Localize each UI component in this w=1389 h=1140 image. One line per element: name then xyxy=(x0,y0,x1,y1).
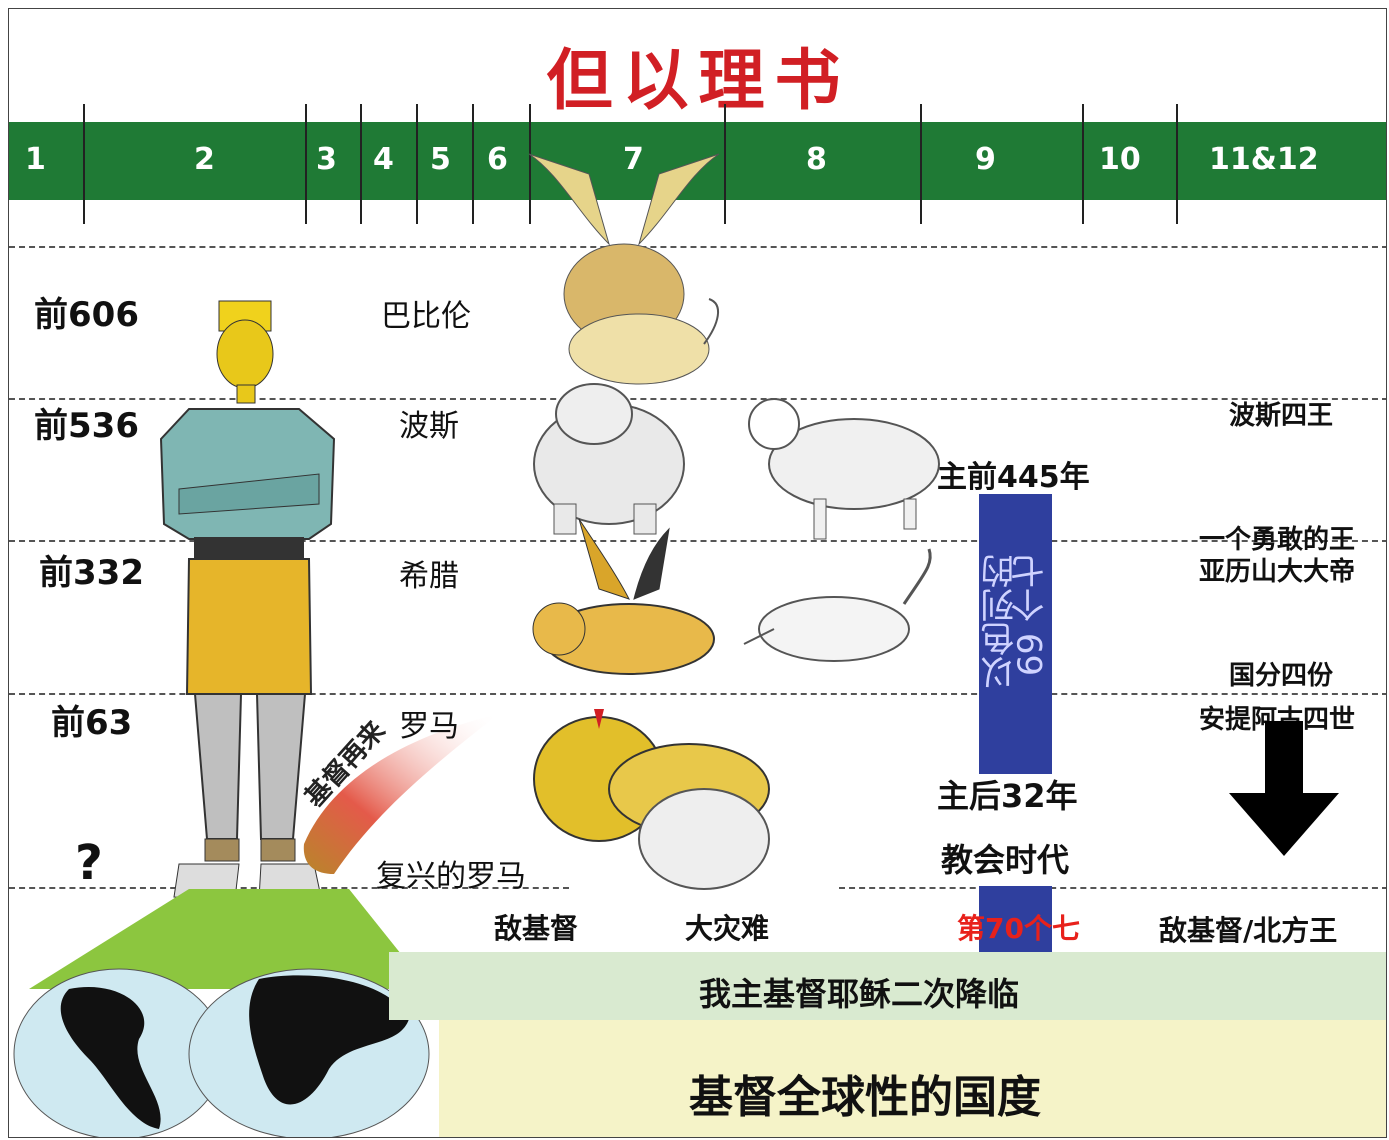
divider-line xyxy=(9,398,1386,400)
year-label: 前63 xyxy=(51,703,133,743)
sixty-nine-weeks-bar xyxy=(979,494,1052,774)
question-mark: ? xyxy=(75,835,103,891)
antichrist-label: 敌基督 xyxy=(494,912,579,945)
divider-line xyxy=(9,246,1386,248)
second-coming-label: 我主基督耶稣二次降临 xyxy=(699,975,1020,1013)
kingdom-band xyxy=(439,1020,1386,1137)
divider-line xyxy=(9,540,1386,542)
chapter-divider xyxy=(1176,104,1178,224)
page-title: 但以理书 xyxy=(546,42,851,119)
divider-line xyxy=(9,693,1386,695)
second-coming-band xyxy=(389,952,1386,1020)
persia-kings-label: 波斯四王 xyxy=(1229,401,1334,431)
bear-illustration xyxy=(533,383,685,535)
empire-label: 复兴的罗马 xyxy=(376,859,526,894)
winged-lion-illustration xyxy=(528,153,720,385)
comet-illustration xyxy=(303,714,499,874)
empire-label: 希腊 xyxy=(399,559,459,594)
chapter-label: 3 xyxy=(316,142,337,177)
kingdom-label: 基督全球性的国度 xyxy=(689,1072,1041,1123)
ram-illustration xyxy=(748,398,940,540)
chapter-divider xyxy=(83,104,85,224)
chapter-divider xyxy=(920,104,922,224)
leopard-illustration xyxy=(532,518,715,675)
chapter-divider xyxy=(305,104,307,224)
chapter-label: 1 xyxy=(25,142,46,177)
empire-label: 罗马 xyxy=(399,709,459,744)
start-date-label: 主前445年 xyxy=(937,460,1090,495)
end-date-label: 主后32年 xyxy=(937,777,1078,815)
daniel-chart: 但以理书 1 2 3 4 5 6 7 8 9 10 11&12 前606 前53… xyxy=(8,8,1387,1138)
fourth-beast-illustration xyxy=(533,709,770,890)
chapter-label: 6 xyxy=(487,142,508,177)
down-arrow-icon xyxy=(1229,721,1339,856)
chapter-label: 10 xyxy=(1099,142,1141,177)
year-label: 前606 xyxy=(34,295,139,335)
chapter-label: 4 xyxy=(373,142,394,177)
empire-label: 巴比伦 xyxy=(381,299,471,334)
seventieth-week-bar xyxy=(979,886,1052,952)
church-age-label: 教会时代 xyxy=(941,841,1070,879)
year-label: 前332 xyxy=(39,553,144,593)
alexander-label: 亚历山大大帝 xyxy=(1199,557,1356,587)
chapter-divider xyxy=(529,104,531,224)
chapter-label: 9 xyxy=(975,142,996,177)
empire-label: 波斯 xyxy=(399,409,459,444)
chapter-label: 5 xyxy=(430,142,451,177)
goat-illustration xyxy=(743,548,932,662)
chapter-label: 8 xyxy=(806,142,827,177)
world-map-illustration xyxy=(13,889,430,1137)
chapter-label: 2 xyxy=(194,142,215,177)
sixty-nine-weeks-label-2: 69 个七 xyxy=(1011,554,1051,677)
chapter-divider xyxy=(416,104,418,224)
divided-kingdom-label: 国分四份 xyxy=(1229,661,1334,691)
seventieth-week-label: 第70个七 xyxy=(957,912,1080,945)
chapter-divider xyxy=(360,104,362,224)
chapter-divider xyxy=(724,104,726,224)
mighty-king-label: 一个勇敢的王 xyxy=(1199,525,1356,555)
chapter-label: 11&12 xyxy=(1209,142,1319,177)
chapter-divider xyxy=(472,104,474,224)
antichrist-north-label: 敌基督/北方王 xyxy=(1159,914,1338,947)
divider-line xyxy=(839,887,1386,889)
chapter-divider xyxy=(1082,104,1084,224)
chapter-label: 7 xyxy=(623,142,644,177)
tribulation-label: 大灾难 xyxy=(685,912,770,945)
statue-illustration xyxy=(159,300,336,900)
year-label: 前536 xyxy=(34,406,139,446)
